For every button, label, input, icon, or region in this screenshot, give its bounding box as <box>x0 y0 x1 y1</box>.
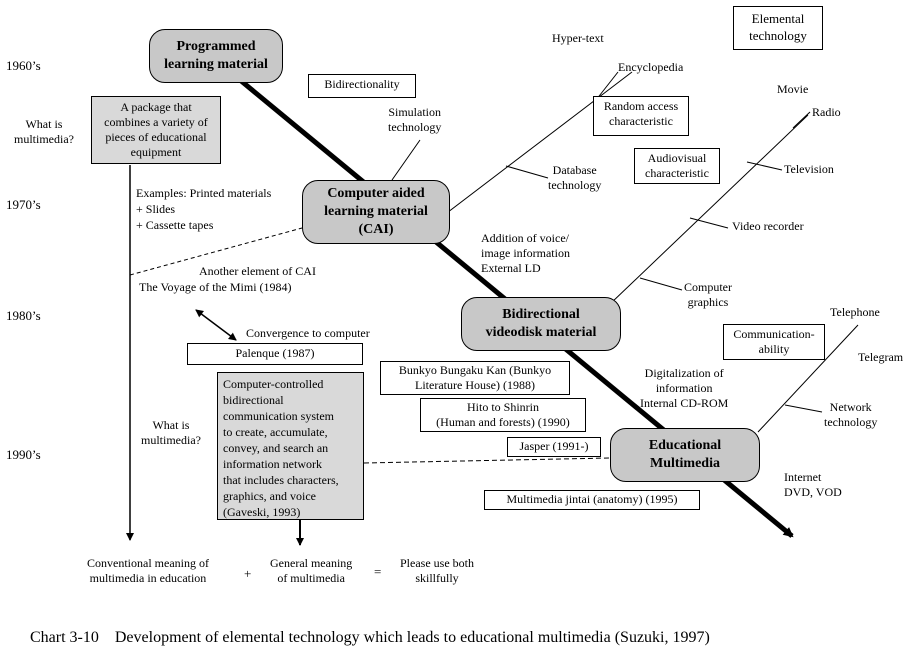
decade-1970s: 1970’s <box>6 197 41 212</box>
palenque-box: Palenque (1987) <box>187 343 363 365</box>
decade-1980s: 1980’s <box>6 308 41 323</box>
label-encyclopedia: Encyclopedia <box>618 60 684 74</box>
tech-box-communication: Communication- ability <box>723 324 825 360</box>
definition-box: Computer-controlled bidirectional commun… <box>217 372 364 520</box>
tick-computer-graphics <box>639 277 683 291</box>
work-bunkyo: Bunkyo Bungaku Kan (Bunkyo Literature Ho… <box>380 361 570 395</box>
branch-simulation <box>391 139 421 181</box>
figure-caption: Chart 3-10 Development of elemental tech… <box>30 629 710 646</box>
milestone-programmed-label: Programmed learning material <box>164 39 268 72</box>
milestone-multimedia-label: Educational Multimedia <box>648 438 722 471</box>
branch-hypertext <box>434 71 633 223</box>
package-text: A package that combines a variety of pie… <box>104 100 208 159</box>
tick-network <box>784 404 823 413</box>
note-voice: Addition of voice/ image information Ext… <box>481 231 570 275</box>
work-jintai-text: Multimedia jintai (anatomy) (1995) <box>506 492 678 506</box>
milestone-videodisk: Bidirectional videodisk material <box>461 297 621 351</box>
milestone-cai-label: Computer aided learning material (CAI) <box>324 186 428 237</box>
branch-movie <box>609 114 809 305</box>
definition-text: Computer-controlled bidirectional commun… <box>223 377 339 519</box>
dashed-to-cai <box>129 227 303 276</box>
tick-video-recorder <box>689 217 729 229</box>
label-movie: Movie <box>777 82 809 96</box>
legend-label: Elemental technology <box>749 11 807 43</box>
decade-1990s: 1990’s <box>6 447 41 462</box>
tech-box-audiovisual: Audiovisual characteristic <box>634 148 720 184</box>
label-telegram: Telegram <box>858 350 904 364</box>
decade-1960s: 1960’s <box>6 58 41 73</box>
tech-box-communication-label: Communication- ability <box>733 327 815 356</box>
milestone-programmed: Programmed learning material <box>149 29 283 83</box>
bottom-general: General meaning of multimedia <box>270 556 353 585</box>
palenque-text: Palenque (1987) <box>235 346 315 360</box>
tech-box-bidirectionality: Bidirectionality <box>308 74 416 98</box>
work-jasper-text: Jasper (1991-) <box>519 439 589 453</box>
milestone-videodisk-label: Bidirectional videodisk material <box>485 307 597 340</box>
work-jasper: Jasper (1991-) <box>507 437 601 457</box>
another-element-text: Another element of CAI <box>199 264 316 278</box>
tick-television <box>746 161 783 171</box>
milestone-cai: Computer aided learning material (CAI) <box>302 180 450 244</box>
tick-encyclopedia <box>595 71 619 101</box>
note-internet: Internet DVD, VOD <box>784 470 842 499</box>
tick-database <box>505 165 549 179</box>
tech-box-audiovisual-label: Audiovisual characteristic <box>645 151 709 180</box>
label-radio: Radio <box>812 105 841 119</box>
what-is-multimedia-2: What is multimedia? <box>141 418 201 447</box>
note-digital: Digitalization of information Internal C… <box>640 366 729 410</box>
work-hito-text: Hito to Shinrin (Human and forests) (199… <box>436 400 570 429</box>
label-database: Database technology <box>548 163 602 192</box>
tech-box-bidirectionality-label: Bidirectionality <box>324 77 400 91</box>
bottom-equals: = <box>374 564 382 579</box>
bottom-please: Please use both skillfully <box>400 556 474 585</box>
bottom-conventional: Conventional meaning of multimedia in ed… <box>87 556 209 585</box>
tick-radio <box>792 111 811 129</box>
label-hypertext: Hyper-text <box>552 31 604 45</box>
label-network: Network technology <box>824 400 878 429</box>
legend-elemental-technology: Elemental technology <box>733 6 823 50</box>
mimi-text: The Voyage of the Mimi (1984) <box>139 280 292 294</box>
work-hito: Hito to Shinrin (Human and forests) (199… <box>420 398 586 432</box>
label-telephone: Telephone <box>830 305 880 319</box>
convergence-arrow <box>195 309 237 341</box>
milestone-multimedia: Educational Multimedia <box>610 428 760 482</box>
examples-text: Examples: Printed materials + Slides + C… <box>136 186 272 232</box>
label-simulation: Simulation technology <box>388 105 442 134</box>
label-television: Television <box>784 162 834 176</box>
bottom-plus: + <box>244 566 252 581</box>
label-computer-graphics: Computer graphics <box>684 280 732 309</box>
what-is-multimedia-1: What is multimedia? <box>14 117 74 146</box>
branch-telephone <box>757 324 859 433</box>
dashed-to-multimedia <box>363 457 611 464</box>
tech-box-random-access-label: Random access characteristic <box>603 99 679 128</box>
work-bunkyo-text: Bunkyo Bungaku Kan (Bunkyo Literature Ho… <box>398 363 552 392</box>
package-box: A package that combines a variety of pie… <box>91 96 221 164</box>
label-video-recorder: Video recorder <box>732 219 804 233</box>
work-jintai: Multimedia jintai (anatomy) (1995) <box>484 490 700 510</box>
tech-box-random-access: Random access characteristic <box>593 96 689 136</box>
convergence-text: Convergence to computer <box>246 326 370 340</box>
